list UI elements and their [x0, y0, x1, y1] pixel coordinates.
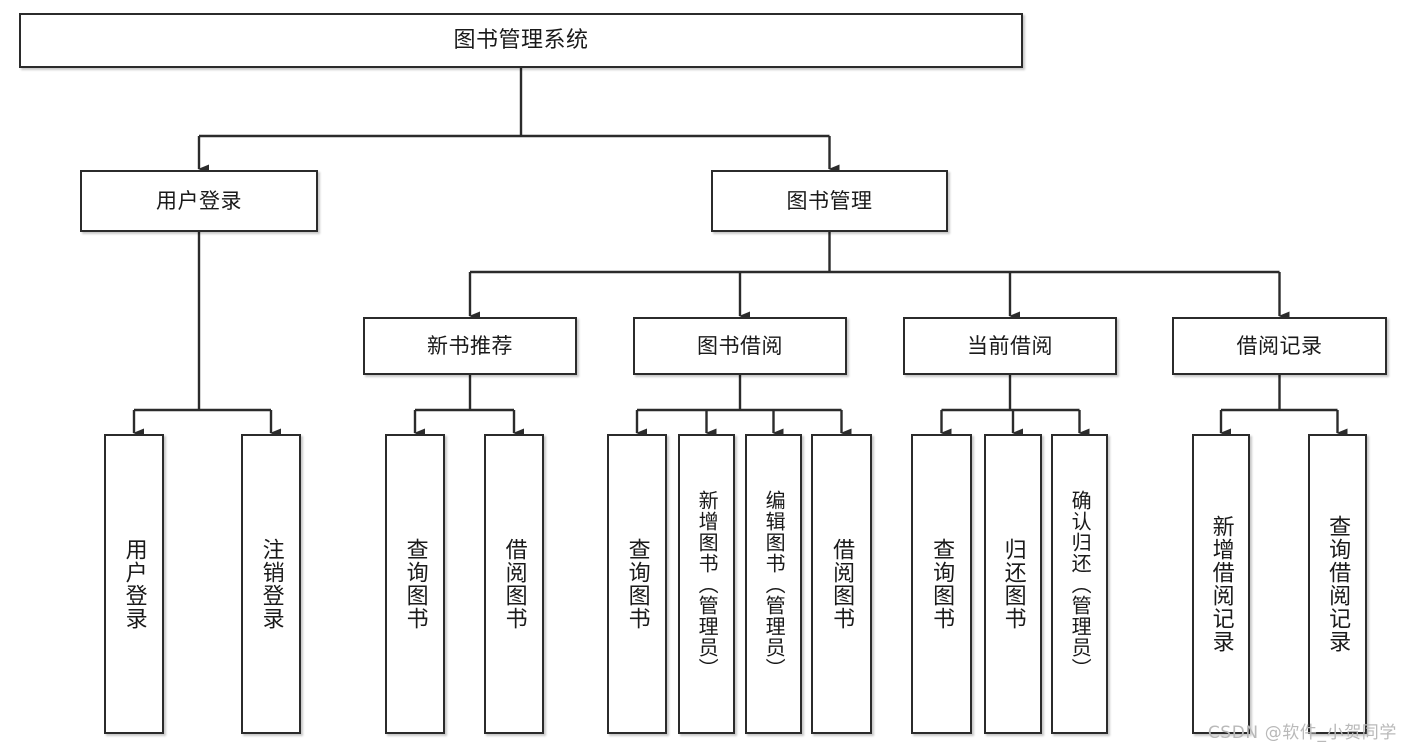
node-current[interactable]: 当前借阅: [903, 317, 1117, 375]
node-label: 图书管理: [786, 188, 873, 213]
csdn-watermark: CSDN @软件_小贺同学: [1207, 723, 1397, 743]
node-borrow[interactable]: 图书借阅: [633, 317, 847, 375]
node-records[interactable]: 借阅记录: [1172, 317, 1387, 375]
node-l-qrec[interactable]: 查询借阅记录: [1308, 434, 1367, 734]
node-label: 编辑图书（管理员）: [762, 489, 787, 679]
node-label: 注销登录: [258, 538, 284, 630]
node-label: 新增借阅记录: [1208, 515, 1234, 653]
node-label: 查询图书: [624, 538, 650, 630]
node-l-addrec[interactable]: 新增借阅记录: [1192, 434, 1250, 734]
node-l-q2[interactable]: 查询图书: [607, 434, 667, 734]
node-label: 归还图书: [1000, 538, 1026, 630]
node-label: 图书管理系统: [453, 27, 589, 53]
node-label: 用户登录: [121, 538, 147, 630]
node-l-logout[interactable]: 注销登录: [241, 434, 301, 734]
node-l-q1[interactable]: 查询图书: [385, 434, 445, 734]
node-login[interactable]: 用户登录: [80, 170, 318, 232]
node-label: 图书借阅: [697, 333, 783, 358]
node-l-conf[interactable]: 确认归还（管理员）: [1051, 434, 1108, 734]
node-newrec[interactable]: 新书推荐: [363, 317, 577, 375]
node-l-login[interactable]: 用户登录: [104, 434, 164, 734]
node-label: 借阅图书: [829, 538, 855, 630]
node-label: 查询图书: [929, 538, 955, 630]
node-label: 查询图书: [402, 538, 428, 630]
node-l-q3[interactable]: 查询图书: [911, 434, 972, 734]
node-l-edit[interactable]: 编辑图书（管理员）: [745, 434, 802, 734]
node-label: 确认归还（管理员）: [1068, 489, 1093, 679]
node-label: 借阅图书: [501, 538, 527, 630]
node-label: 新书推荐: [427, 333, 513, 358]
node-l-b2[interactable]: 借阅图书: [811, 434, 872, 734]
node-l-b1[interactable]: 借阅图书: [484, 434, 544, 734]
node-l-add[interactable]: 新增图书（管理员）: [678, 434, 735, 734]
node-label: 当前借阅: [967, 333, 1053, 358]
node-bookmgmt[interactable]: 图书管理: [711, 170, 948, 232]
node-label: 新增图书（管理员）: [695, 489, 720, 679]
node-label: 查询借阅记录: [1325, 515, 1351, 653]
node-root[interactable]: 图书管理系统: [19, 13, 1023, 68]
node-l-ret[interactable]: 归还图书: [984, 434, 1042, 734]
node-label: 借阅记录: [1236, 333, 1323, 358]
node-label: 用户登录: [156, 188, 242, 213]
